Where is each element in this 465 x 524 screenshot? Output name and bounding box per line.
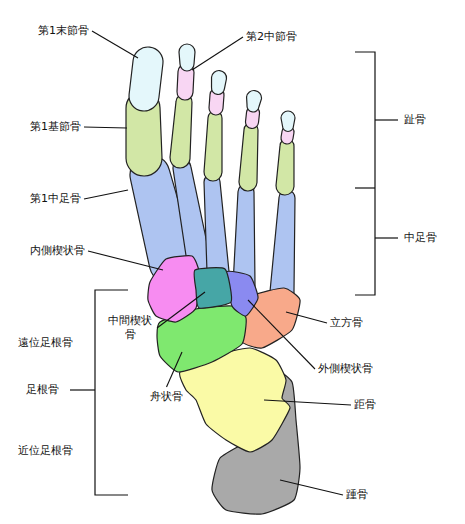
leader-line (248, 300, 315, 369)
leader-line (280, 480, 343, 495)
bone (281, 111, 295, 132)
bone (276, 139, 294, 195)
leader-line (84, 127, 127, 128)
leader-line (264, 400, 351, 405)
bone (170, 94, 192, 168)
bracket (355, 187, 375, 188)
leader-lines (70, 31, 398, 495)
bracket (355, 52, 375, 295)
part-label: 内側楔状骨 (30, 244, 85, 258)
bone (204, 174, 229, 283)
bone (194, 268, 231, 308)
part-label: 近位足根骨 (18, 444, 73, 458)
leader-line (88, 251, 163, 270)
part-label: 立方骨 (330, 316, 363, 330)
part-label: 趾骨 (404, 113, 426, 127)
leader-line (286, 312, 327, 323)
part-label: 中間楔状骨 (106, 314, 154, 342)
part-label: 舟状骨 (150, 390, 183, 404)
part-label: 中足骨 (404, 231, 437, 245)
part-label: 第2中節骨 (246, 30, 297, 44)
leader-line (84, 190, 128, 199)
bracket (375, 237, 398, 238)
bone (247, 91, 262, 112)
bone (179, 44, 195, 71)
bone (239, 123, 258, 191)
bracket (375, 119, 398, 120)
part-label: 遠位足根骨 (18, 336, 73, 350)
bones (126, 44, 300, 514)
part-label: 足根骨 (26, 383, 59, 397)
bone (204, 111, 222, 181)
part-label: 距骨 (354, 398, 376, 412)
bone (212, 71, 227, 95)
leader-line (157, 292, 205, 328)
part-label: 第1末節骨 (38, 24, 89, 38)
leader-line (92, 31, 138, 58)
part-label: 第1中足骨 (30, 192, 81, 206)
part-label: 第1基節骨 (30, 120, 81, 134)
bone (148, 256, 199, 322)
bone (270, 190, 295, 304)
bone (129, 47, 163, 111)
bracket (70, 389, 95, 390)
part-label: 踵骨 (346, 488, 368, 502)
part-label: 外側楔状骨 (318, 362, 373, 376)
leader-line (167, 352, 183, 387)
leader-line (192, 37, 243, 70)
